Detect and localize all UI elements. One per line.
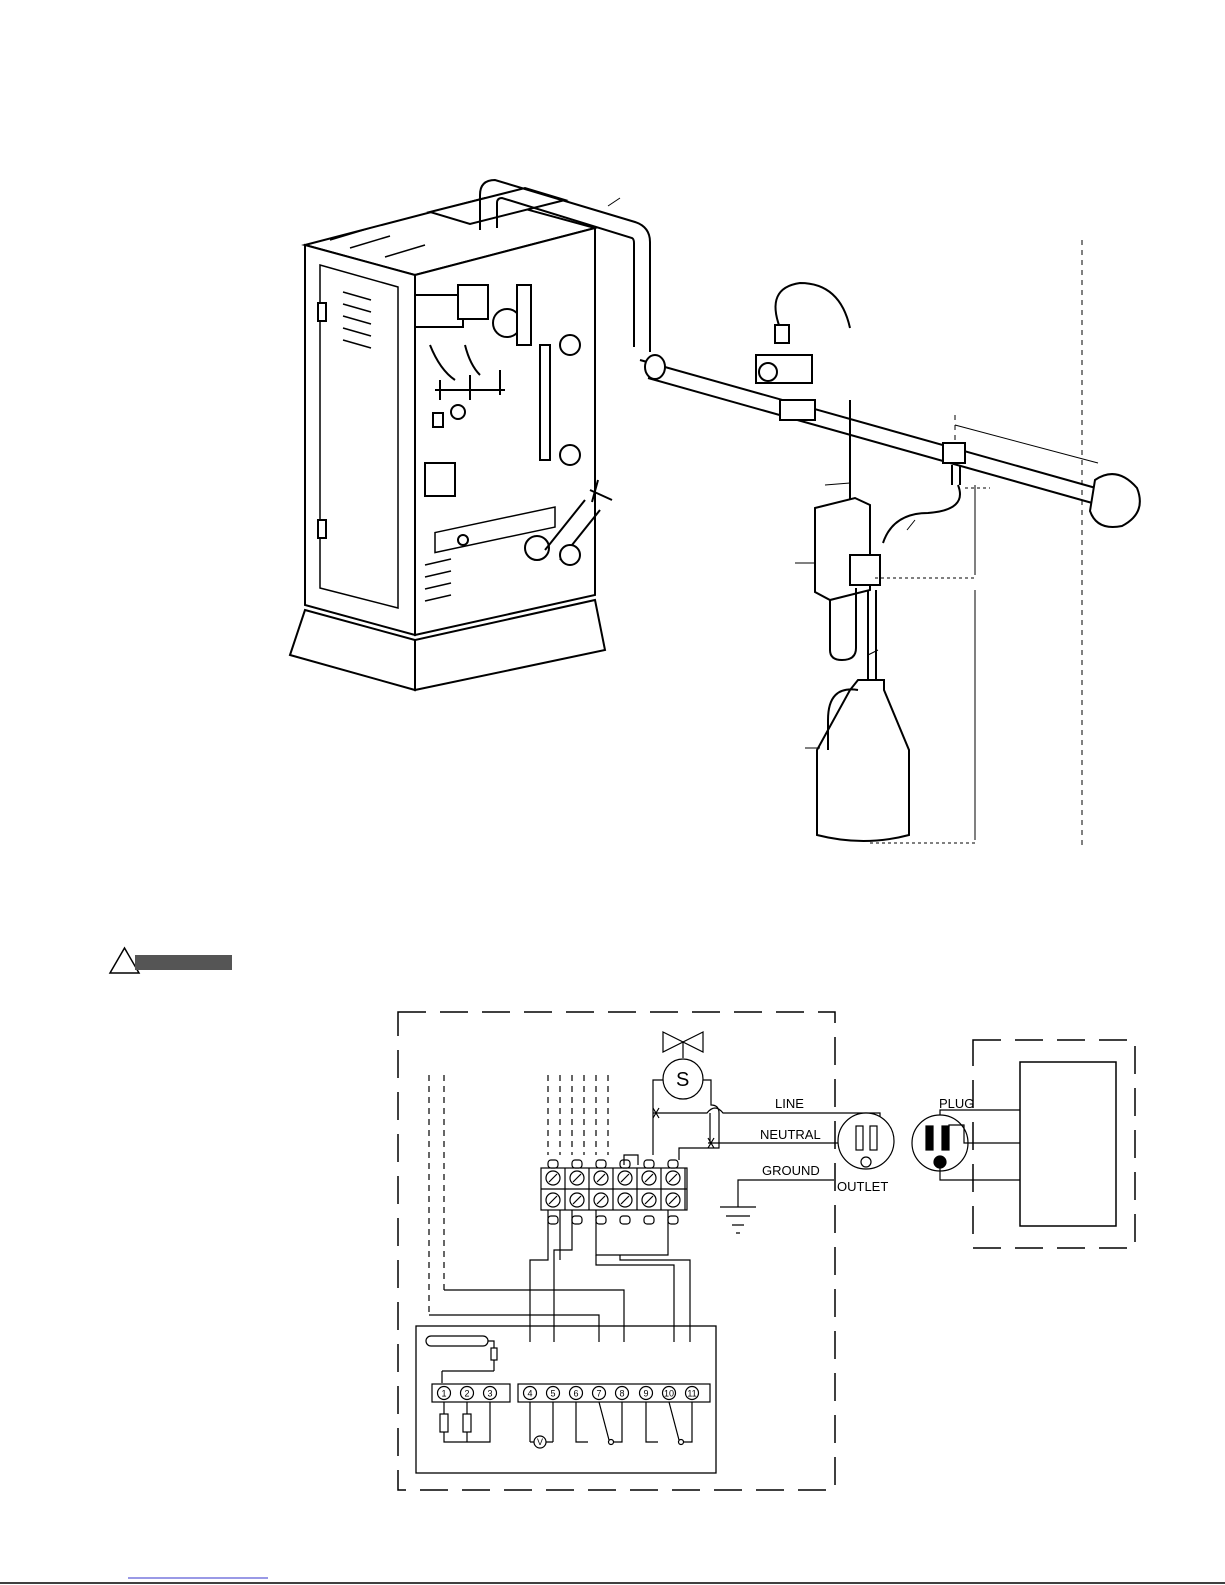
controller-terminal-8: 8	[616, 1387, 629, 1400]
plug-icon	[912, 1115, 968, 1171]
terminal-number: 6	[573, 1389, 578, 1399]
controller-terminal-7: 7	[593, 1387, 606, 1400]
neutral-label: NEUTRAL	[760, 1127, 821, 1142]
terminal-number: 10	[664, 1389, 674, 1399]
line-label: LINE	[775, 1096, 804, 1111]
terminal-number: 7	[596, 1389, 601, 1399]
controller-terminal-9: 9	[640, 1387, 653, 1400]
warning-bar	[135, 955, 232, 970]
terminal-number: 9	[643, 1389, 648, 1399]
controller-terminal-11: 11	[686, 1387, 699, 1400]
terminal-number: 3	[487, 1389, 492, 1399]
wiring-diagram: 1 2 3 4 5 6 7 8 9 10 11	[398, 1012, 1135, 1490]
controller-terminal-4: 4	[524, 1387, 537, 1400]
controller-terminal-1: 1	[438, 1387, 451, 1400]
outlet-icon	[838, 1113, 894, 1169]
terminal-block	[541, 1160, 687, 1224]
controller-terminal-3: 3	[484, 1387, 497, 1400]
controller-terminal-6: 6	[570, 1387, 583, 1400]
steam-generator-illustration	[290, 180, 1140, 850]
plug-label: PLUG	[939, 1096, 974, 1111]
terminal-number: 11	[687, 1389, 696, 1399]
terminal-number: 1	[441, 1389, 446, 1399]
ground-label: GROUND	[762, 1163, 820, 1178]
terminal-number: 4	[527, 1389, 532, 1399]
warning-section	[110, 948, 232, 973]
terminal-number: 2	[464, 1389, 469, 1399]
outlet-label: OUTLET	[837, 1179, 888, 1194]
meter-label: V	[537, 1437, 543, 1447]
terminal-number: 5	[550, 1389, 555, 1399]
controller-terminal-5: 5	[547, 1387, 560, 1400]
controller-terminal-10: 10	[663, 1387, 676, 1400]
controller-terminal-2: 2	[461, 1387, 474, 1400]
warning-triangle-icon	[110, 948, 139, 973]
ground-symbol-icon	[720, 1180, 834, 1233]
terminal-number: 8	[619, 1389, 624, 1399]
solenoid-label: S	[676, 1069, 689, 1091]
